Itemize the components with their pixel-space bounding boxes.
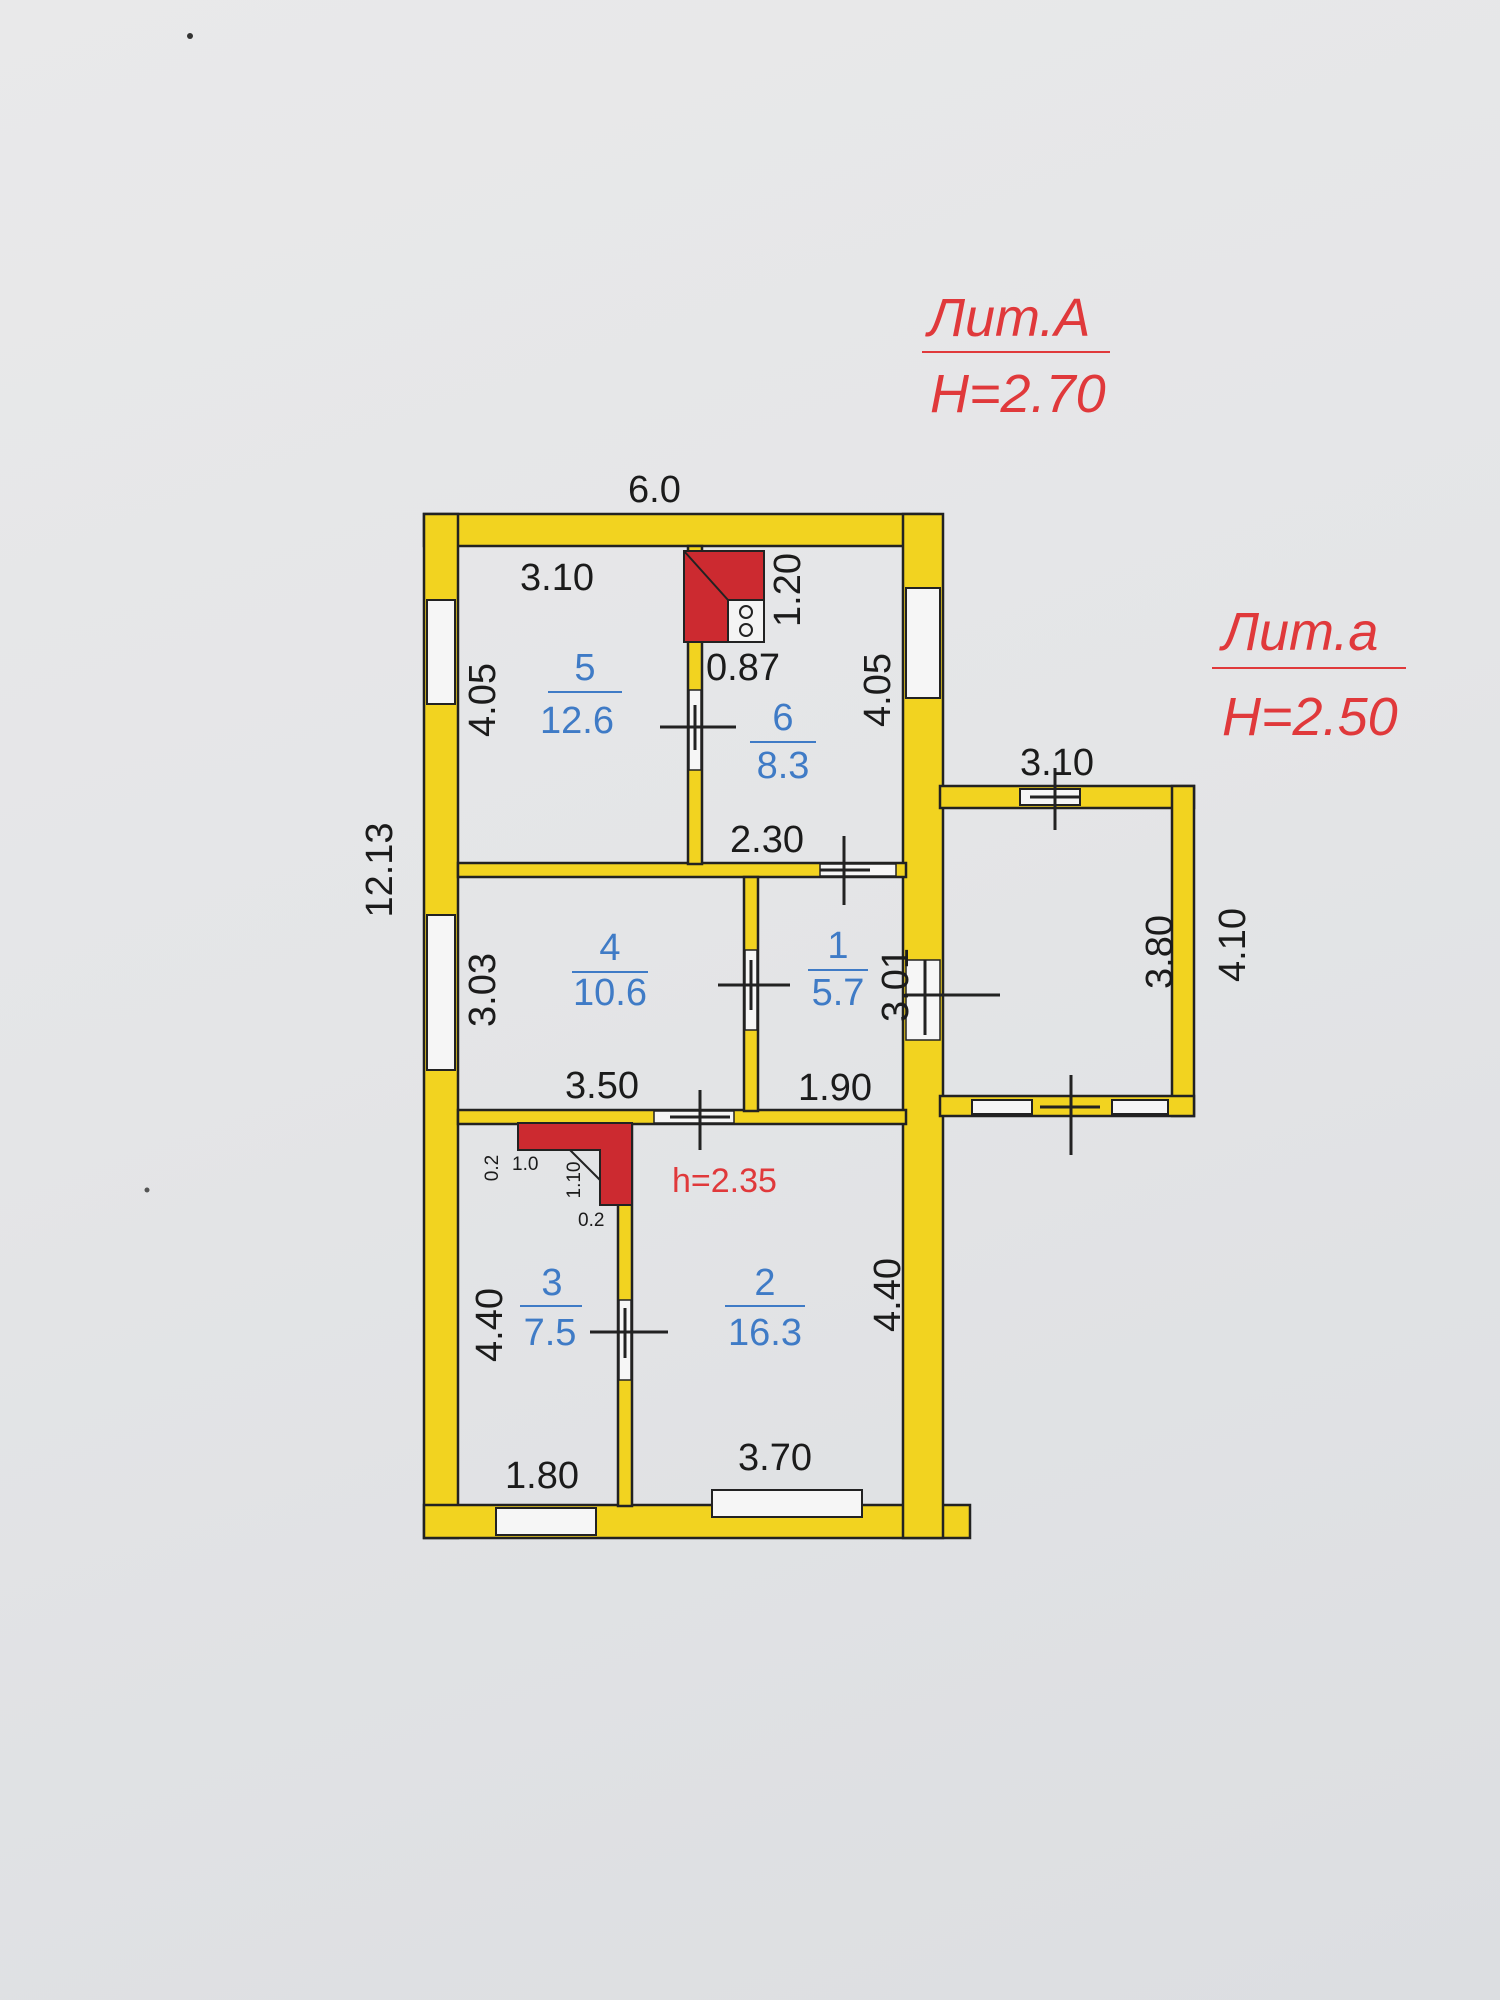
window-annex-bottom-1: [971, 1099, 1033, 1115]
windows: [426, 587, 1169, 1536]
lit-a-title: Лит.А: [925, 288, 1090, 348]
dim-r6-stove-h: 1.20: [767, 553, 809, 627]
dim-r5-width: 3.10: [520, 557, 594, 599]
dim-stove2-c: 1.10: [564, 1162, 585, 1199]
lit-a-height: H=2.70: [930, 364, 1106, 424]
window-room2: [711, 1489, 863, 1518]
room3-area: 7.5: [524, 1312, 577, 1354]
dim-r4-width: 3.50: [565, 1065, 639, 1107]
dim-r1-height: 3.01: [875, 948, 917, 1022]
dim-annex-inner-height: 3.80: [1139, 915, 1181, 989]
dim-r4-height: 3.03: [462, 953, 504, 1027]
dim-r1-width: 1.90: [798, 1067, 872, 1109]
dim-annex-width: 3.10: [1020, 742, 1094, 784]
window-room3: [495, 1507, 597, 1536]
dim-r2-width: 3.70: [738, 1437, 812, 1479]
dim-annex-outer-height: 4.10: [1212, 908, 1254, 982]
dim-stove2-d: 0.2: [578, 1210, 604, 1231]
door-markers: [590, 705, 1100, 1358]
lit-a-annex-heading: Лит.а H=2.50: [1212, 602, 1406, 747]
dim-stove2-a: 0.2: [482, 1155, 503, 1181]
window-room6: [905, 587, 941, 699]
dim-r6-bottom: 2.30: [730, 819, 804, 861]
window-room4: [426, 914, 456, 1071]
lit-a-main-heading: Лит.А H=2.70: [922, 288, 1110, 424]
room3-number: 3: [541, 1262, 562, 1304]
room6-area: 8.3: [757, 745, 810, 787]
stray-mark: [187, 33, 193, 39]
dim-stove2-b: 1.0: [512, 1154, 538, 1175]
room1-number: 1: [827, 925, 848, 967]
dim-left-total: 12.13: [359, 822, 401, 917]
dim-r6-height: 4.05: [857, 653, 899, 727]
stove-room6: [683, 550, 765, 643]
room5-area: 12.6: [540, 700, 614, 742]
dim-top-total: 6.0: [628, 469, 681, 511]
room2-area: 16.3: [728, 1312, 802, 1354]
room5-number: 5: [574, 647, 595, 689]
lit-a-annex-title: Лит.а: [1219, 602, 1378, 662]
dim-r2-height: 4.40: [867, 1258, 909, 1332]
dim-r5-height: 4.05: [462, 663, 504, 737]
room1-area: 5.7: [812, 972, 865, 1014]
window-room5: [426, 599, 456, 705]
room2-number: 2: [754, 1262, 775, 1304]
room6-number: 6: [772, 697, 793, 739]
stray-mark: [144, 1187, 150, 1193]
dim-r3-width: 1.80: [505, 1455, 579, 1497]
ceiling-height-note: h=2.35: [672, 1162, 777, 1200]
window-annex-bottom-2: [1111, 1099, 1169, 1115]
dim-r6-stove-w: 0.87: [706, 647, 780, 689]
stove-room2: [517, 1122, 633, 1206]
room4-number: 4: [599, 927, 620, 969]
lit-a-annex-height: H=2.50: [1222, 687, 1398, 747]
room4-area: 10.6: [573, 972, 647, 1014]
dim-r3-height: 4.40: [469, 1288, 511, 1362]
